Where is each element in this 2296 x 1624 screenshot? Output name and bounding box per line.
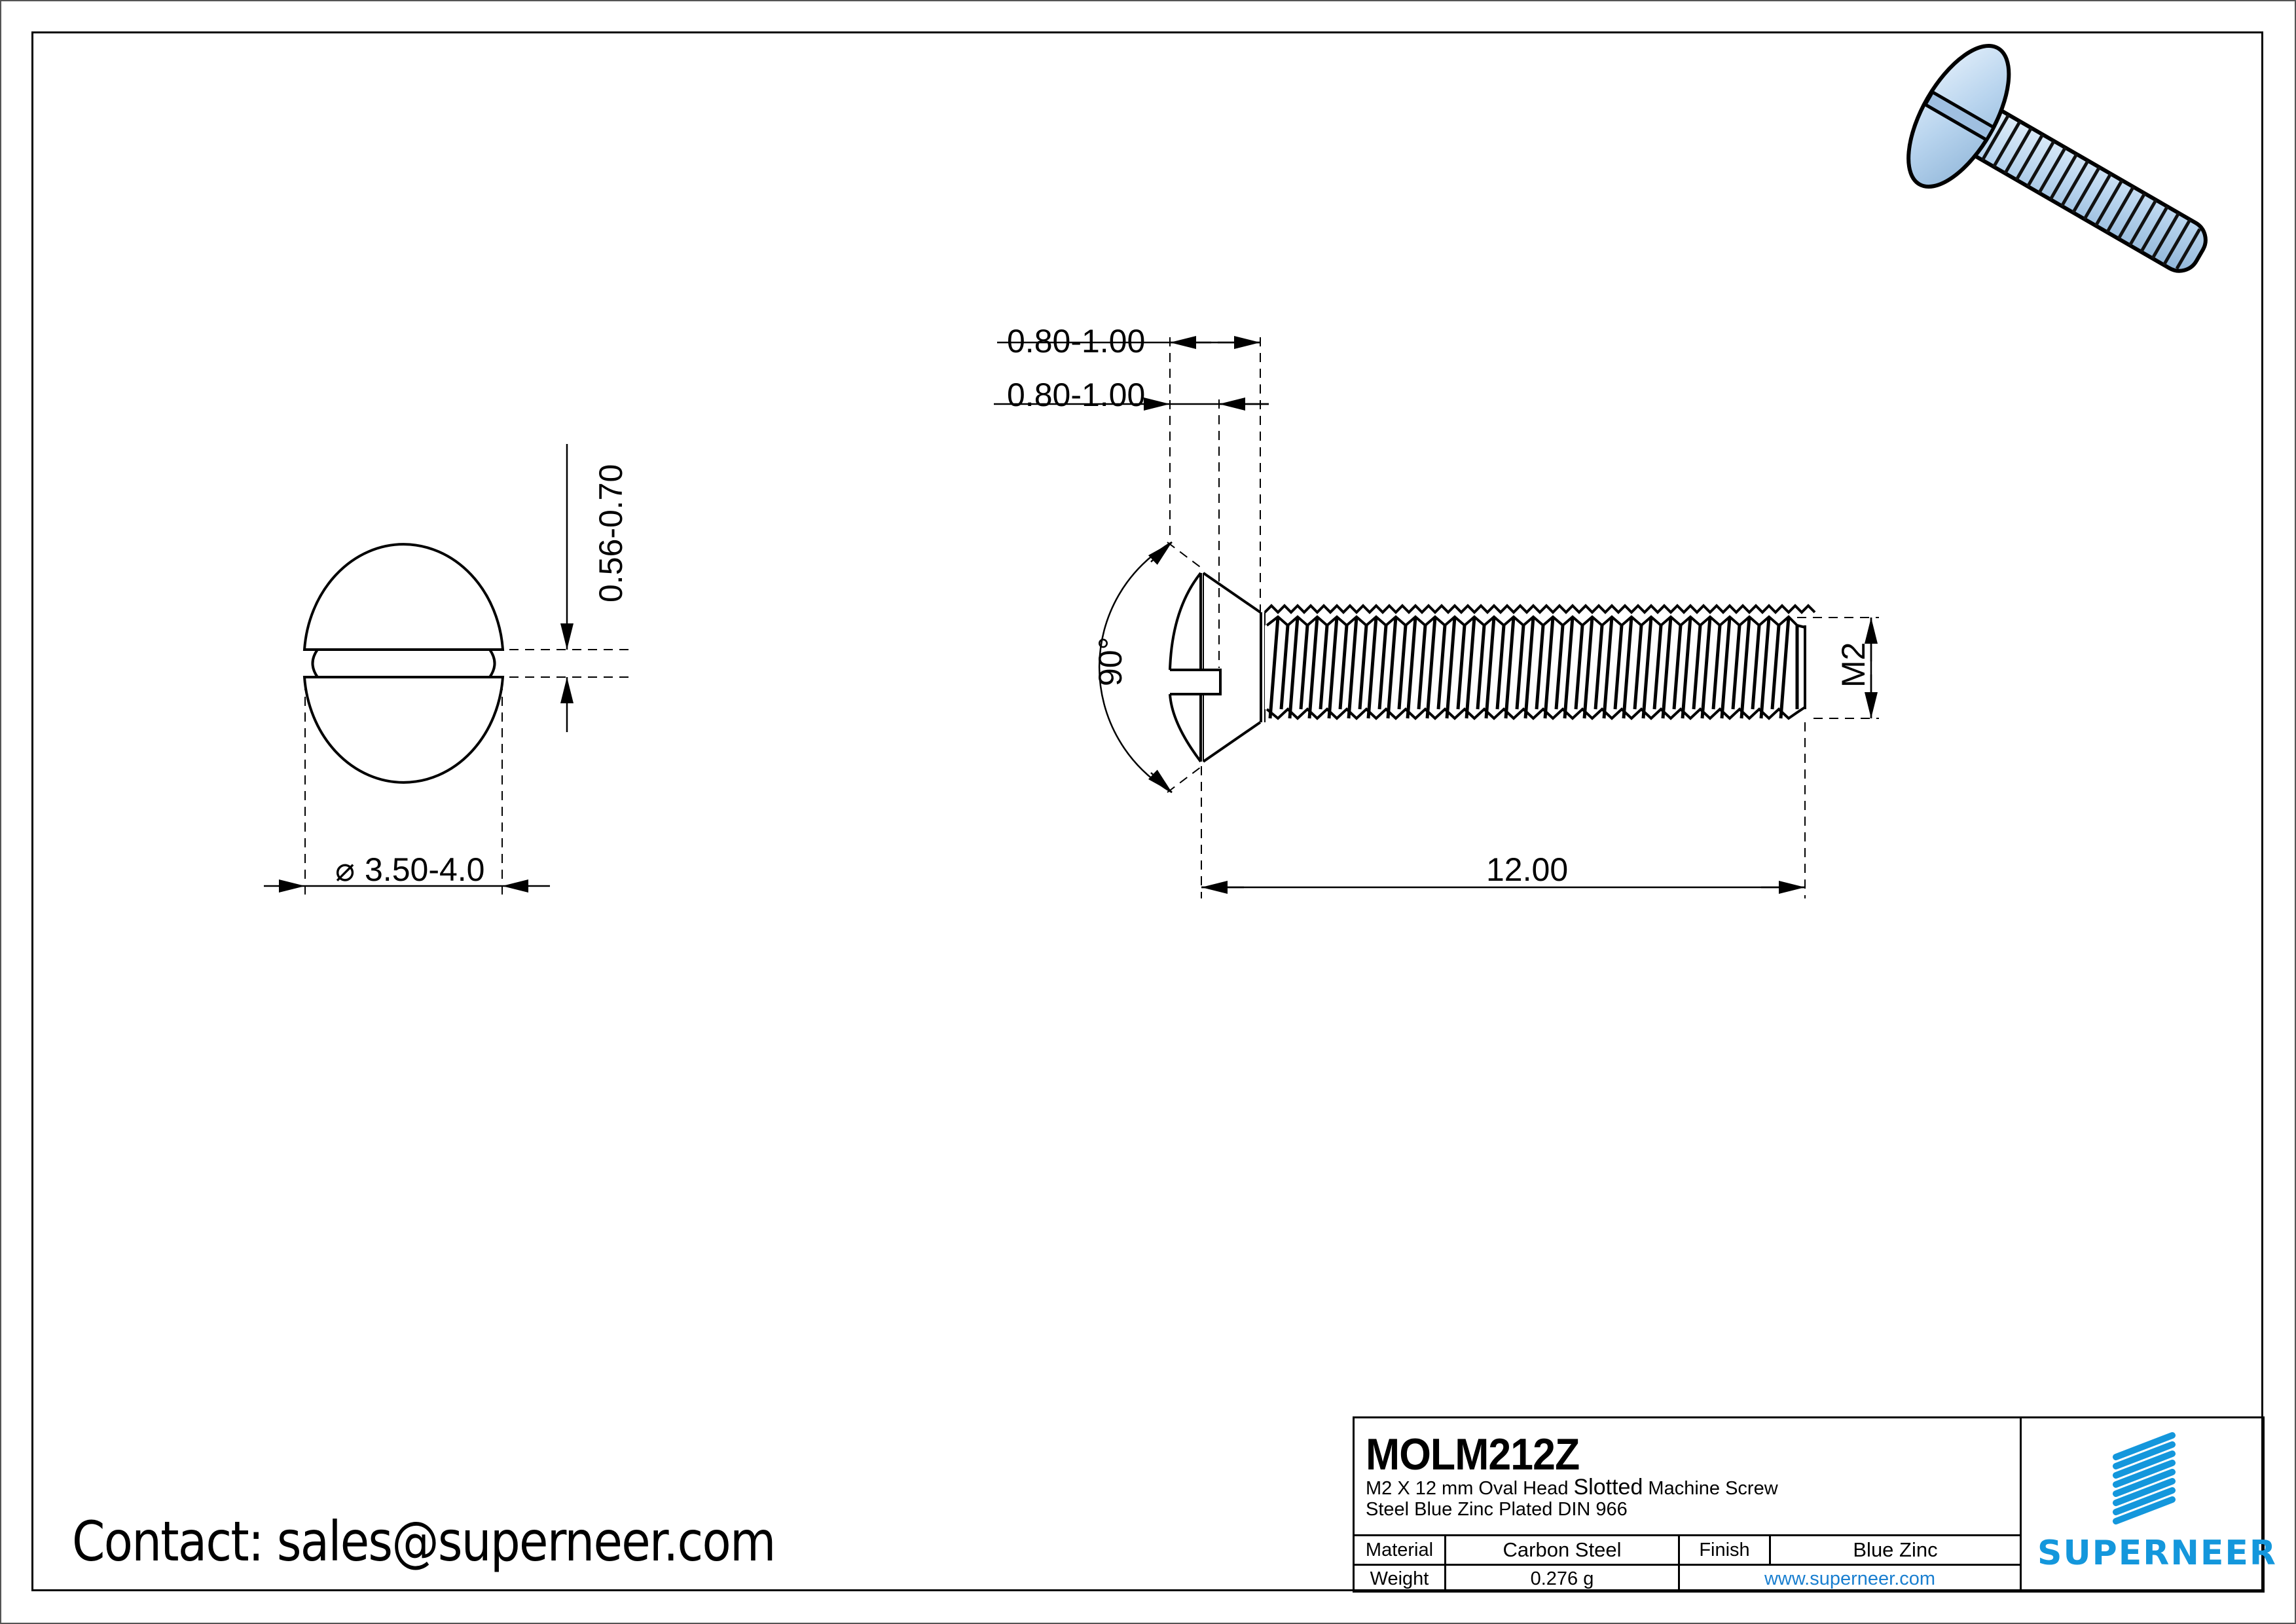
website-cell: www.superneer.com (1680, 1564, 2022, 1593)
material-value: Carbon Steel (1446, 1534, 1680, 1564)
logo-stripes-icon (2113, 1432, 2176, 1524)
material-label: Material (1355, 1534, 1446, 1564)
title-block-header: MOLM212Z M2 X 12 mm Oval Head Slotted Ma… (1355, 1418, 2022, 1536)
part-description-line1: M2 X 12 mm Oval Head Slotted Machine Scr… (1366, 1475, 1778, 1500)
isometric-screw-render (1906, 44, 2208, 273)
desc-part-b: Slotted (1573, 1475, 1643, 1500)
weight-value: 0.276 g (1446, 1564, 1680, 1593)
part-description-line2: Steel Blue Zinc Plated DIN 966 (1366, 1499, 1628, 1520)
thread-helix-lines (1268, 616, 1799, 719)
thread-size-dimension: M2 (1835, 642, 1872, 688)
weight-label: Weight (1355, 1564, 1446, 1593)
countersink-angle-dimension: 90° (1092, 637, 1129, 686)
finish-value: Blue Zinc (1771, 1534, 2022, 1564)
title-block: MOLM212Z M2 X 12 mm Oval Head Slotted Ma… (1353, 1416, 2276, 1593)
thread-crests (1266, 615, 1806, 720)
side-view-dimensions (994, 336, 1879, 898)
contact-email: Contact: sales@superneer.com (72, 1509, 776, 1574)
diameter-symbol-icon: ⌀ (335, 851, 355, 888)
head-height-dimension-second: 0.80-1.00 (1007, 377, 1145, 413)
finish-label: Finish (1680, 1534, 1771, 1564)
website-link[interactable]: www.superneer.com (1764, 1568, 1936, 1589)
end-view (264, 444, 634, 898)
head-diameter-dimension: 3.50-4.0 (365, 851, 484, 888)
spec-table: Material Carbon Steel Finish Blue Zinc W… (1355, 1534, 2022, 1593)
slot-width-dimension: 0.56-0.70 (592, 464, 629, 602)
head-height-dimension-top: 0.80-1.00 (1007, 323, 1145, 360)
desc-part-c: Machine Screw (1643, 1478, 1778, 1499)
company-logo: SUPERNEER (2022, 1418, 2276, 1591)
logo-wordmark: SUPERNEER (2037, 1534, 2277, 1573)
desc-part-a: M2 X 12 mm Oval Head (1366, 1478, 1574, 1499)
drawing-frame (31, 31, 2263, 1591)
side-view (1169, 572, 1816, 763)
length-dimension: 12.00 (1486, 851, 1568, 888)
part-number: MOLM212Z (1366, 1430, 1580, 1479)
